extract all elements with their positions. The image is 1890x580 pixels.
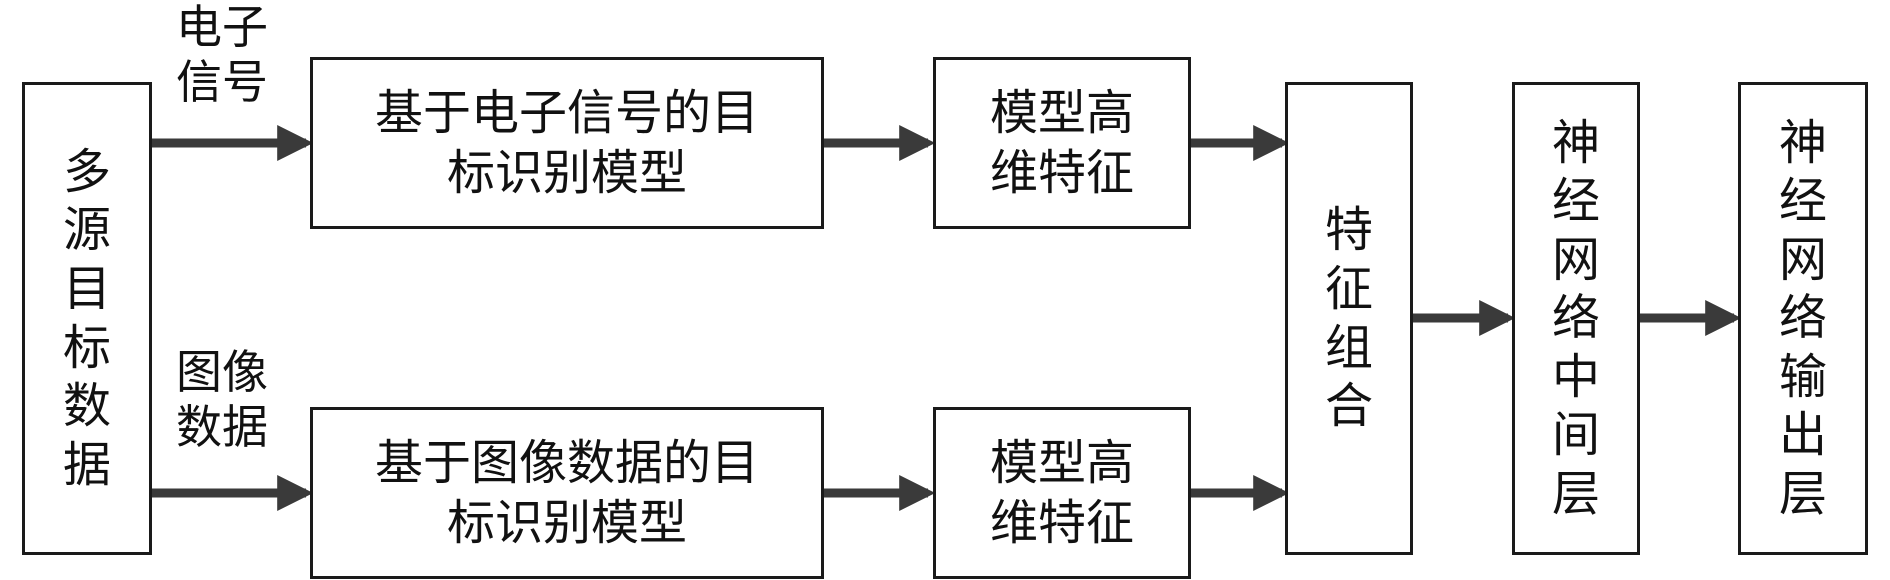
image-model-box: 基于图像数据的目标识别模型 [310, 407, 824, 579]
feature-combine-label: 特征组合 [1325, 202, 1374, 435]
output-layer-label: 神经网络输出层 [1779, 114, 1828, 522]
output-layer-box: 神经网络输出层 [1738, 82, 1868, 555]
source-data-box: 多源目标数据 [22, 82, 152, 555]
feature-box-bottom: 模型高维特征 [933, 407, 1191, 579]
feature-box-top: 模型高维特征 [933, 57, 1191, 229]
hidden-layer-label: 神经网络中间层 [1552, 114, 1601, 522]
hidden-layer-box: 神经网络中间层 [1512, 82, 1640, 555]
signal-model-box: 基于电子信号的目标识别模型 [310, 57, 824, 229]
edge-label-signal: 电子信号 [176, 0, 268, 110]
image-model-label: 基于图像数据的目标识别模型 [374, 435, 759, 551]
feature-bottom-label: 模型高维特征 [989, 435, 1134, 551]
source-data-label: 多源目标数据 [63, 143, 112, 493]
feature-top-label: 模型高维特征 [989, 85, 1134, 201]
signal-model-label: 基于电子信号的目标识别模型 [374, 85, 759, 201]
edge-label-image: 图像数据 [176, 345, 268, 455]
feature-combine-box: 特征组合 [1285, 82, 1413, 555]
